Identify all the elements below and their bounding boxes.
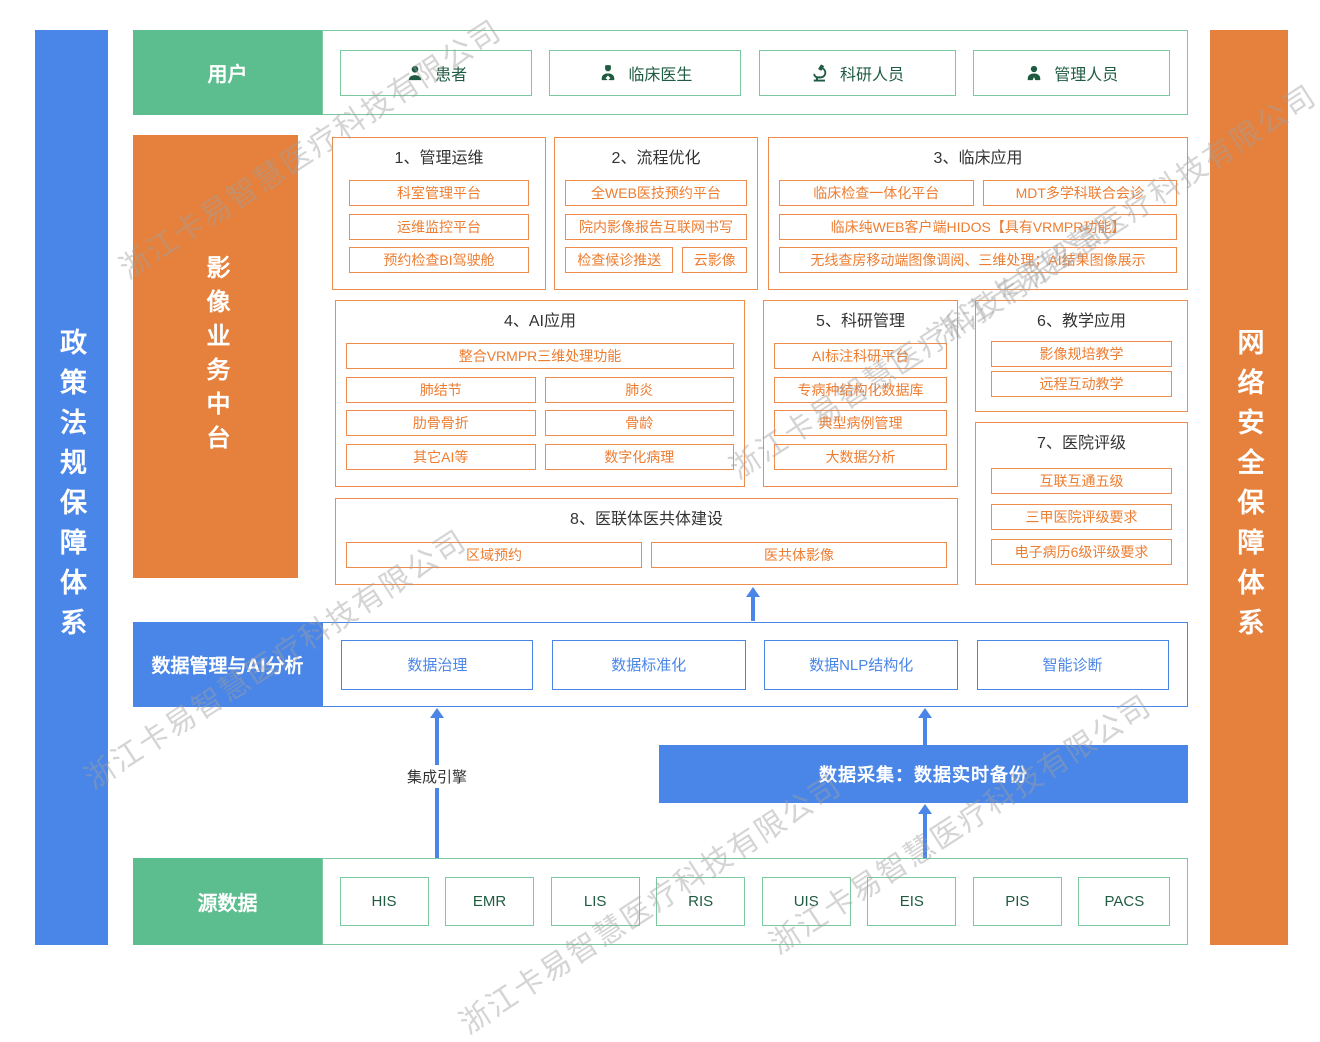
section-title: 3、临床应用	[933, 150, 1023, 167]
source-data-label: 源数据	[133, 858, 322, 945]
arrow-section8-to-datamgmt	[746, 587, 760, 621]
data-mgmt-container: 数据治理 数据标准化 数据NLP结构化 智能诊断	[322, 622, 1188, 707]
item-box: 肺结节	[346, 376, 536, 403]
item-box: 远程互动教学	[991, 371, 1172, 398]
section-clinical-application: 3、临床应用 临床检查一体化平台 MDT多学科联合会诊 临床纯WEB客户端HID…	[768, 137, 1188, 290]
admin-icon	[1027, 65, 1041, 80]
data-mgmt-box: 数据标准化	[551, 639, 746, 690]
section-title: 8、医联体医共体建设	[570, 511, 723, 528]
source-box: HIS	[339, 877, 429, 926]
user-box-label: 管理人员	[1054, 66, 1119, 84]
data-collection-box: 数据采集：数据实时备份	[659, 745, 1188, 803]
section-title: 4、AI应用	[503, 313, 577, 330]
source-box: RIS	[656, 877, 746, 926]
item-box: AI标注科研平台	[774, 343, 947, 370]
section-title: 2、流程优化	[611, 150, 701, 167]
section-hospital-rating: 7、医院评级 互联互通五级 三甲医院评级要求 电子病历6级评级要求	[975, 422, 1188, 585]
section-research-management: 5、科研管理 AI标注科研平台 专病种结构化数据库 典型病例管理 大数据分析	[763, 300, 958, 487]
data-mgmt-label: 数据管理与AI分析	[133, 622, 322, 707]
section-management-ops: 1、管理运维 科室管理平台 运维监控平台 预约检查BI驾驶舱	[332, 137, 546, 290]
item-box: 影像规培教学	[991, 340, 1172, 367]
item-box: 数字化病理	[544, 443, 734, 470]
item-box: 无线查房移动端图像调阅、三维处理；AI结果图像展示	[779, 246, 1177, 273]
arrow-integration-engine	[430, 708, 444, 858]
section-process-optimization: 2、流程优化 全WEB医技预约平台 院内影像报告互联网书写 检查候诊推送 云影像	[554, 137, 758, 290]
item-box: 专病种结构化数据库	[774, 376, 947, 403]
item-box: 大数据分析	[774, 443, 947, 470]
item-box: 肋骨骨折	[346, 410, 536, 437]
section-ai-application: 4、AI应用 整合VRMPR三维处理功能 肺结节 肺炎 肋骨骨折 骨龄 其它AI…	[335, 300, 745, 487]
item-box: 检查候诊推送	[565, 246, 674, 273]
data-mgmt-box: 智能诊断	[976, 639, 1169, 690]
source-box: UIS	[761, 877, 851, 926]
item-box: MDT多学科联合会诊	[982, 180, 1177, 207]
arrow-collection-to-datamgmt	[918, 708, 932, 745]
item-box: 运维监控平台	[349, 213, 529, 240]
item-box: 全WEB医技预约平台	[565, 180, 747, 207]
item-box: 科室管理平台	[349, 180, 529, 207]
microscope-icon	[813, 63, 827, 81]
arrow-source-to-collection	[918, 804, 932, 858]
integration-engine-label: 集成引擎	[388, 765, 486, 788]
patient-icon	[408, 65, 422, 80]
user-box-doctor: 临床医生	[549, 49, 742, 96]
users-container: 患者 临床医生 科研人员 管理人员	[322, 30, 1188, 115]
item-box: 整合VRMPR三维处理功能	[346, 343, 734, 370]
user-box-label: 临床医生	[628, 66, 693, 84]
section-teaching-application: 6、教学应用 影像规培教学 远程互动教学	[975, 300, 1188, 412]
item-box: 医共体影像	[651, 541, 947, 568]
source-box: PACS	[1078, 877, 1171, 926]
item-box: 临床检查一体化平台	[779, 180, 974, 207]
item-box: 典型病例管理	[774, 410, 947, 437]
section-title: 5、科研管理	[816, 313, 905, 330]
imaging-platform-label: 影像业务中台	[133, 135, 298, 578]
item-box: 互联互通五级	[991, 467, 1172, 494]
user-box-patient: 患者	[340, 49, 533, 96]
user-box-researcher: 科研人员	[758, 49, 956, 96]
data-mgmt-box: 数据治理	[341, 639, 534, 690]
source-box: LIS	[550, 877, 640, 926]
item-box: 肺炎	[544, 376, 734, 403]
item-box: 院内影像报告互联网书写	[565, 213, 747, 240]
item-box: 预约检查BI驾驶舱	[349, 246, 529, 273]
section-medical-alliance: 8、医联体医共体建设 区域预约 医共体影像	[335, 498, 958, 585]
source-box: EIS	[867, 877, 957, 926]
imaging-sections: 1、管理运维 科室管理平台 运维监控平台 预约检查BI驾驶舱 2、流程优化 全W…	[332, 135, 1188, 585]
section-title: 7、医院评级	[1037, 435, 1126, 452]
item-box: 三甲医院评级要求	[991, 503, 1172, 530]
doctor-icon	[602, 64, 615, 80]
item-box: 骨龄	[544, 410, 734, 437]
section-title: 6、教学应用	[1037, 313, 1126, 330]
item-box: 区域预约	[346, 541, 642, 568]
section-title: 1、管理运维	[394, 150, 484, 167]
item-box: 其它AI等	[346, 443, 536, 470]
item-box: 云影像	[682, 246, 747, 273]
network-security-bar: 网络安全保障体系	[1210, 30, 1288, 945]
source-data-container: HIS EMR LIS RIS UIS EIS PIS PACS	[322, 858, 1188, 945]
user-box-label: 科研人员	[840, 66, 905, 84]
users-label: 用户	[133, 30, 322, 115]
source-box: EMR	[445, 877, 535, 926]
policy-regulation-bar: 政策法规保障体系	[35, 30, 108, 945]
user-box-label: 患者	[435, 66, 468, 84]
data-mgmt-box: 数据NLP结构化	[764, 639, 959, 690]
item-box: 临床纯WEB客户端HIDOS【具有VRMPR功能】	[779, 213, 1177, 240]
source-box: PIS	[972, 877, 1062, 926]
item-box: 电子病历6级评级要求	[991, 539, 1172, 566]
user-box-admin: 管理人员	[972, 49, 1170, 96]
